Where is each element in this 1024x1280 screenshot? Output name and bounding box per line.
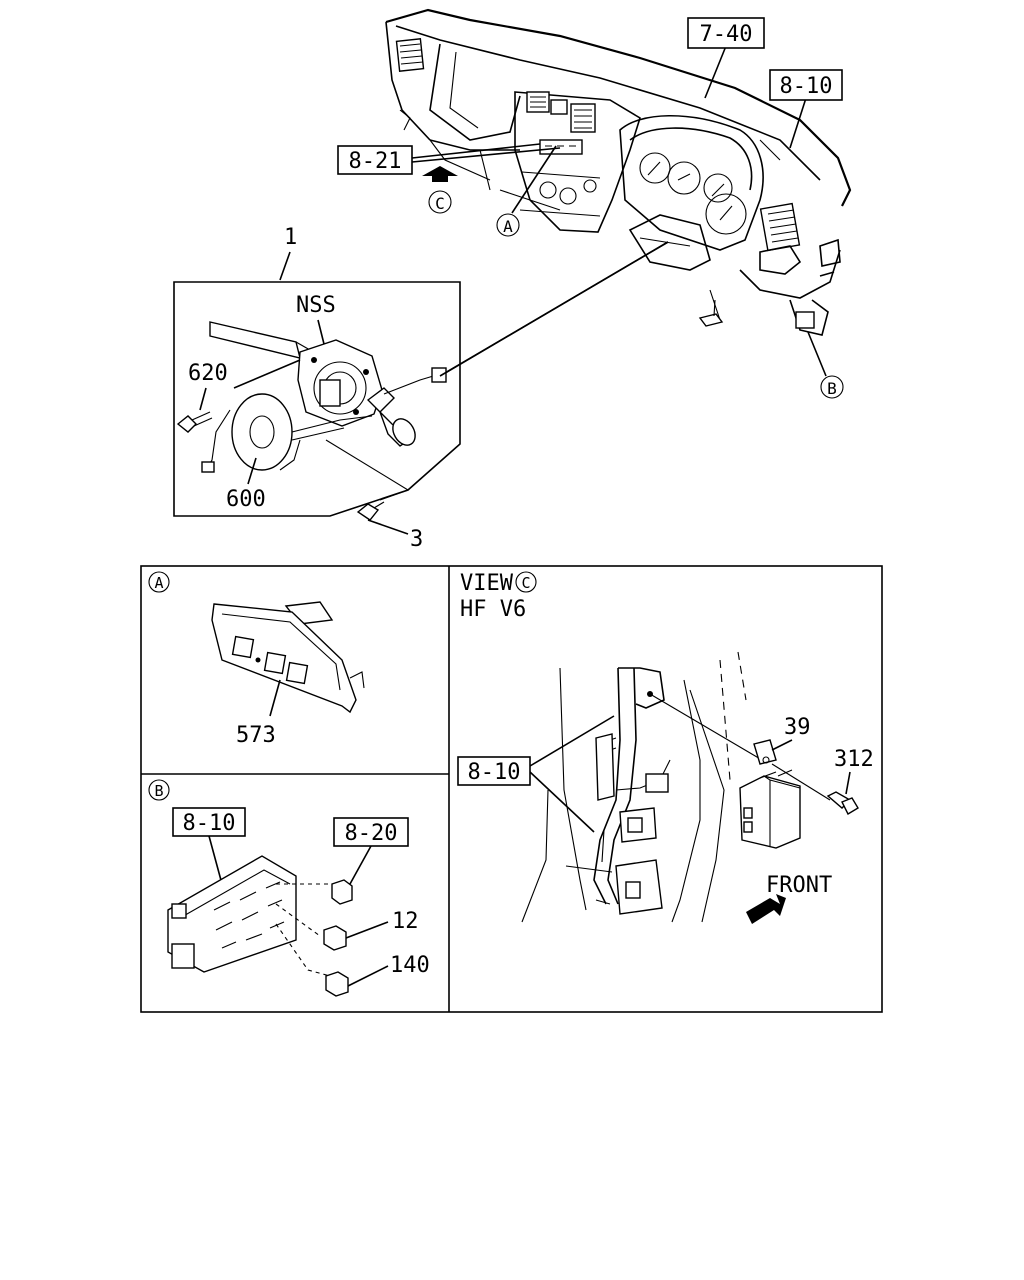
- switch-panel-573: [211, 601, 365, 714]
- callout-8-10-panel-c: 8-10: [457, 756, 531, 786]
- panel-b: B 8-10 8-20 12: [148, 779, 430, 997]
- svg-text:600: 600: [226, 487, 266, 512]
- callout-8-10-panel-b: 8-10: [172, 807, 246, 837]
- svg-text:C: C: [435, 194, 445, 213]
- marker-b-dashboard: B: [820, 375, 844, 399]
- svg-text:A: A: [154, 574, 163, 592]
- callout-8-10-top: 8-10: [769, 69, 843, 101]
- svg-text:NSS: NSS: [296, 293, 336, 318]
- bolt-620: [176, 411, 213, 433]
- svg-text:7-40: 7-40: [700, 22, 753, 47]
- svg-text:8-20: 8-20: [345, 821, 398, 846]
- turn-signal-lever: [209, 321, 311, 359]
- view-c-arrow: C: [422, 166, 458, 214]
- svg-text:HF V6: HF V6: [460, 597, 526, 622]
- part-3-label: 3: [410, 527, 423, 552]
- switch-harness: [439, 241, 669, 377]
- svg-text:8-10: 8-10: [183, 811, 236, 836]
- front-arrow: FRONT: [746, 873, 832, 924]
- svg-text:12: 12: [392, 909, 419, 934]
- part-620-label: 620: [188, 359, 301, 411]
- relay-8-20: [331, 879, 353, 905]
- nss-label: NSS: [296, 293, 336, 345]
- part-1-label: 1: [279, 225, 297, 281]
- part-600-label: 600: [226, 457, 266, 512]
- control-unit-39: [739, 739, 801, 849]
- svg-text:C: C: [521, 574, 530, 592]
- bolt-312: [826, 791, 859, 815]
- screw-3: [325, 439, 410, 535]
- callout-7-40: 7-40: [687, 17, 765, 49]
- dashboard-illustration: [385, 8, 852, 336]
- svg-text:3: 3: [410, 527, 423, 552]
- combination-switch-body: [297, 339, 447, 447]
- relay-140: [325, 971, 349, 997]
- panel-c: VIEW C HF V6: [457, 571, 874, 924]
- marker-a-dashboard: A: [496, 213, 520, 237]
- detail-panels-frame: [140, 565, 883, 1013]
- svg-text:8-21: 8-21: [349, 149, 402, 174]
- svg-text:A: A: [503, 217, 513, 236]
- callout-8-21: 8-21: [337, 145, 413, 175]
- svg-text:1: 1: [284, 225, 297, 250]
- svg-text:140: 140: [390, 953, 430, 978]
- pillar-structure: [521, 651, 747, 923]
- svg-text:VIEW: VIEW: [460, 571, 514, 596]
- svg-text:39: 39: [784, 715, 811, 740]
- svg-text:8-10: 8-10: [780, 74, 833, 99]
- svg-text:B: B: [827, 379, 837, 398]
- panel-a: A 573: [148, 571, 365, 748]
- clock-spring-600: [201, 393, 373, 473]
- svg-text:312: 312: [834, 747, 874, 772]
- svg-text:620: 620: [188, 361, 228, 386]
- svg-text:8-10: 8-10: [468, 760, 521, 785]
- svg-text:B: B: [154, 782, 163, 800]
- relay-12: [323, 925, 347, 951]
- callout-8-20: 8-20: [333, 817, 409, 847]
- svg-text:573: 573: [236, 723, 276, 748]
- wiring-harness: [593, 667, 671, 915]
- relay-box: [167, 855, 297, 973]
- svg-text:FRONT: FRONT: [766, 873, 832, 898]
